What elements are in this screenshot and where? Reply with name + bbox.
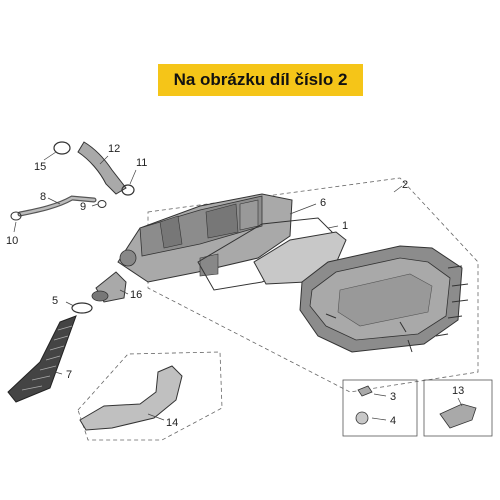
- callout-9: 9: [80, 201, 86, 213]
- leader-lines: [13, 151, 463, 421]
- callout-16: 16: [130, 289, 142, 301]
- callout-12: 12: [108, 143, 120, 155]
- intake-duct-outline: [77, 351, 223, 441]
- callout-4: 4: [390, 415, 396, 427]
- parts-box-13: [423, 379, 493, 437]
- callout-13: 13: [452, 385, 464, 397]
- bushing-4: [355, 411, 369, 425]
- breather-hose: [77, 141, 127, 195]
- callout-1: 1: [342, 220, 348, 232]
- tube-clip-10: [10, 211, 22, 221]
- callout-6: 6: [320, 197, 326, 209]
- parts-box-3-4: [342, 379, 418, 437]
- callout-14: 14: [166, 417, 178, 429]
- main-assembly-outline: [147, 177, 479, 393]
- callout-7: 7: [66, 369, 72, 381]
- hose-clamp-11: [121, 184, 135, 196]
- cover-screws: [325, 265, 469, 353]
- grommet-3: [357, 385, 373, 397]
- intake-bellows: [7, 315, 77, 403]
- intake-duct: [79, 365, 183, 431]
- callout-11: 11: [136, 157, 147, 169]
- callout-5: 5: [52, 295, 58, 307]
- hose-clamp-15: [53, 141, 71, 155]
- callout-10: 10: [6, 235, 18, 247]
- filter-cover: [299, 245, 463, 353]
- tube-clip-9: [97, 200, 107, 208]
- callout-8: 8: [40, 191, 46, 203]
- bellows-clamp: [71, 302, 93, 314]
- clip-nut-13: [439, 403, 477, 429]
- callout-2: 2: [402, 179, 408, 191]
- callout-15: 15: [34, 161, 46, 173]
- part-number-banner: Na obrázku díl číslo 2: [158, 64, 363, 96]
- air-filter-housing: [117, 193, 293, 283]
- callout-3: 3: [390, 391, 396, 403]
